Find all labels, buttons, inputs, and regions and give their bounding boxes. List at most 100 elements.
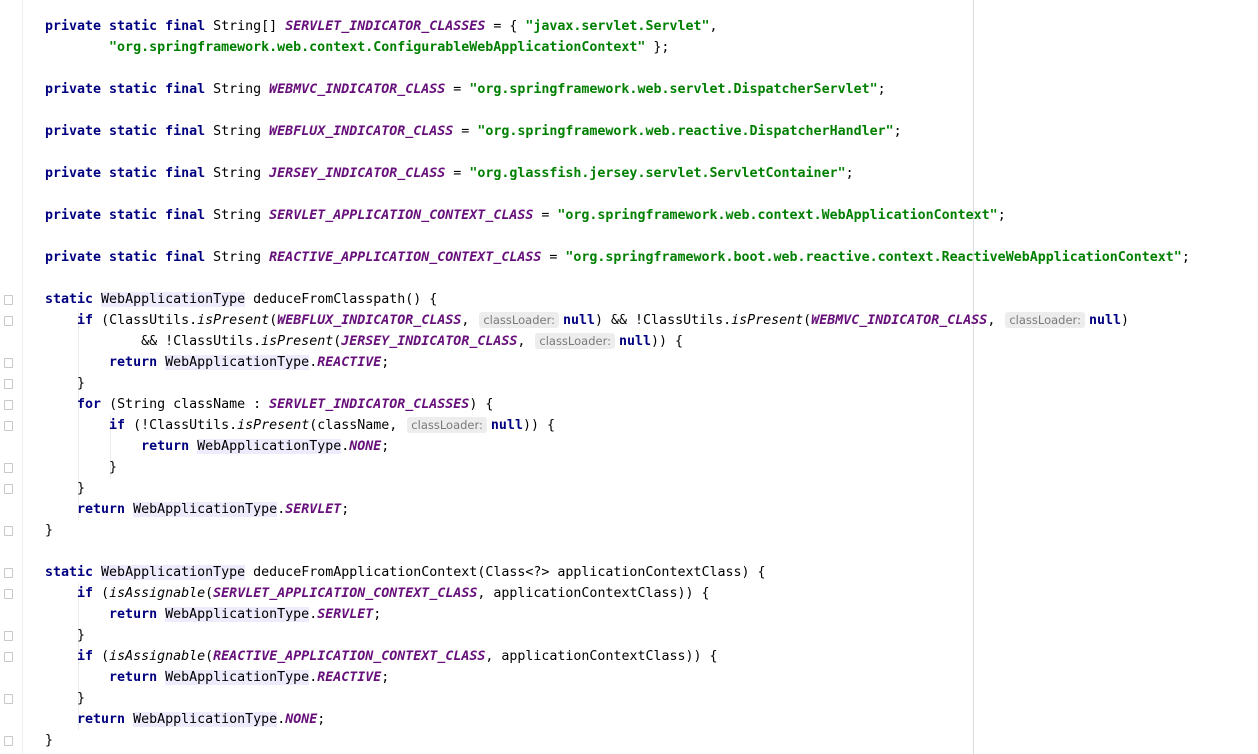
code-text bbox=[45, 40, 109, 55]
fold-marker-icon[interactable] bbox=[4, 484, 13, 494]
code-text: . bbox=[309, 355, 318, 370]
code-line[interactable]: } bbox=[45, 730, 1190, 751]
fold-marker-icon[interactable] bbox=[4, 589, 13, 599]
code-text: } bbox=[45, 691, 86, 706]
code-line[interactable] bbox=[45, 541, 1190, 562]
right-margin-guide bbox=[973, 0, 974, 754]
keyword: if bbox=[109, 418, 134, 433]
constant: JERSEY_INDICATOR_CLASS bbox=[269, 166, 446, 181]
keyword: if bbox=[77, 649, 102, 664]
fold-marker-icon[interactable] bbox=[4, 694, 13, 704]
code-line[interactable]: } bbox=[45, 520, 1190, 541]
constant: WEBFLUX_INDICATOR_CLASS bbox=[277, 313, 462, 328]
code-line[interactable]: if (isAssignable(REACTIVE_APPLICATION_CO… bbox=[45, 646, 1190, 667]
fold-marker-icon[interactable] bbox=[4, 568, 13, 578]
code-editor[interactable]: private static final String[] SERVLET_IN… bbox=[45, 16, 1190, 751]
code-text bbox=[45, 418, 109, 433]
code-line[interactable]: return WebApplicationType.NONE; bbox=[45, 709, 1190, 730]
code-line[interactable]: private static final String JERSEY_INDIC… bbox=[45, 163, 1190, 184]
fold-marker-icon[interactable] bbox=[4, 379, 13, 389]
code-line[interactable]: "org.springframework.web.context.Configu… bbox=[45, 37, 1190, 58]
fold-marker-icon[interactable] bbox=[4, 631, 13, 641]
code-line[interactable]: return WebApplicationType.SERVLET; bbox=[45, 604, 1190, 625]
code-line[interactable]: return WebApplicationType.NONE; bbox=[45, 436, 1190, 457]
parameter-hint: classLoader: bbox=[407, 417, 487, 433]
code-text: } bbox=[45, 733, 54, 748]
fold-marker-icon[interactable] bbox=[4, 652, 13, 662]
code-line[interactable]: && !ClassUtils.isPresent(JERSEY_INDICATO… bbox=[45, 331, 1190, 352]
constant: REACTIVE bbox=[317, 670, 382, 685]
code-text bbox=[45, 712, 77, 727]
code-line[interactable] bbox=[45, 226, 1190, 247]
code-line[interactable]: } bbox=[45, 457, 1190, 478]
fold-marker-icon[interactable] bbox=[4, 463, 13, 473]
keyword: null bbox=[1088, 313, 1121, 328]
code-text: String bbox=[213, 82, 270, 97]
code-line[interactable]: } bbox=[45, 625, 1190, 646]
parameter-hint: classLoader: bbox=[535, 333, 615, 349]
keyword: private static final bbox=[45, 250, 214, 265]
code-text: = bbox=[533, 208, 558, 223]
code-line[interactable]: private static final String SERVLET_APPL… bbox=[45, 205, 1190, 226]
constant: SERVLET_APPLICATION_CONTEXT_CLASS bbox=[269, 208, 534, 223]
code-line[interactable]: static WebApplicationType deduceFromAppl… bbox=[45, 562, 1190, 583]
fold-marker-icon[interactable] bbox=[4, 526, 13, 536]
fold-marker-icon[interactable] bbox=[4, 295, 13, 305]
code-text: } bbox=[45, 460, 118, 475]
code-text: ; bbox=[341, 502, 350, 517]
code-line[interactable]: return WebApplicationType.SERVLET; bbox=[45, 499, 1190, 520]
constant: SERVLET_INDICATOR_CLASSES bbox=[269, 397, 470, 412]
code-text bbox=[45, 607, 109, 622]
constant: REACTIVE_APPLICATION_CONTEXT_CLASS bbox=[213, 649, 486, 664]
keyword: return bbox=[109, 670, 166, 685]
code-line[interactable]: return WebApplicationType.REACTIVE; bbox=[45, 667, 1190, 688]
code-line[interactable] bbox=[45, 268, 1190, 289]
parameter-hint: classLoader: bbox=[1005, 312, 1085, 328]
code-text: ( bbox=[101, 649, 110, 664]
code-line[interactable] bbox=[45, 142, 1190, 163]
code-line[interactable]: static WebApplicationType deduceFromClas… bbox=[45, 289, 1190, 310]
code-line[interactable]: private static final String WEBMVC_INDIC… bbox=[45, 79, 1190, 100]
code-line[interactable]: if (ClassUtils.isPresent(WEBFLUX_INDICAT… bbox=[45, 310, 1190, 331]
string-literal: "javax.servlet.Servlet" bbox=[525, 19, 710, 34]
code-line[interactable]: } bbox=[45, 688, 1190, 709]
code-line[interactable] bbox=[45, 184, 1190, 205]
code-line[interactable]: return WebApplicationType.REACTIVE; bbox=[45, 352, 1190, 373]
fold-marker-icon[interactable] bbox=[4, 736, 13, 746]
fold-marker-icon[interactable] bbox=[4, 421, 13, 431]
code-line[interactable]: } bbox=[45, 373, 1190, 394]
code-text bbox=[45, 502, 77, 517]
code-text: } bbox=[45, 376, 86, 391]
code-text: ; bbox=[877, 82, 886, 97]
code-text: . bbox=[341, 439, 350, 454]
fold-marker-icon[interactable] bbox=[4, 400, 13, 410]
code-line[interactable]: private static final String[] SERVLET_IN… bbox=[45, 16, 1190, 37]
code-line[interactable] bbox=[45, 58, 1190, 79]
constant: WEBMVC_INDICATOR_CLASS bbox=[811, 313, 988, 328]
keyword: return bbox=[109, 355, 166, 370]
code-line[interactable]: } bbox=[45, 478, 1190, 499]
fold-marker-icon[interactable] bbox=[4, 316, 13, 326]
code-line[interactable]: if (!ClassUtils.isPresent(className, cla… bbox=[45, 415, 1190, 436]
code-text: String[] bbox=[213, 19, 286, 34]
constant: SERVLET_INDICATOR_CLASSES bbox=[285, 19, 486, 34]
fold-marker-icon[interactable] bbox=[4, 358, 13, 368]
type-reference: WebApplicationType bbox=[101, 565, 246, 580]
code-text: , bbox=[709, 19, 718, 34]
code-line[interactable]: for (String className : SERVLET_INDICATO… bbox=[45, 394, 1190, 415]
code-text: ; bbox=[893, 124, 902, 139]
code-text: = bbox=[453, 124, 478, 139]
code-line[interactable]: private static final String REACTIVE_APP… bbox=[45, 247, 1190, 268]
keyword: null bbox=[490, 418, 523, 433]
constant: NONE bbox=[285, 712, 318, 727]
code-text: ; bbox=[381, 670, 390, 685]
code-text: } bbox=[45, 523, 54, 538]
keyword: null bbox=[562, 313, 596, 328]
code-text: (className, bbox=[309, 418, 406, 433]
code-line[interactable] bbox=[45, 100, 1190, 121]
string-literal: "org.springframework.web.context.Configu… bbox=[109, 40, 646, 55]
code-line[interactable]: if (isAssignable(SERVLET_APPLICATION_CON… bbox=[45, 583, 1190, 604]
constant: WEBFLUX_INDICATOR_CLASS bbox=[269, 124, 454, 139]
code-line[interactable]: private static final String WEBFLUX_INDI… bbox=[45, 121, 1190, 142]
code-text: (String className : bbox=[109, 397, 270, 412]
